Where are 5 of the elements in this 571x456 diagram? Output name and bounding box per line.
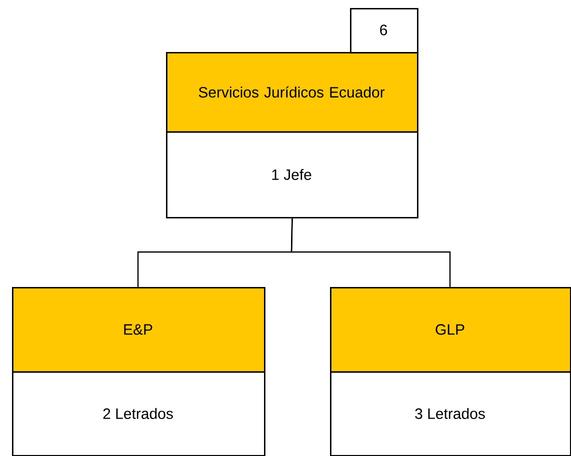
org-box: Servicios Jurídicos Ecuador 1 Jefe <box>166 52 418 218</box>
org-box: E&P 2 Letrados <box>12 287 266 456</box>
org-box: GLP 3 Letrados <box>330 287 571 456</box>
connector-line <box>290 218 451 287</box>
count-box: 6 <box>350 8 418 54</box>
